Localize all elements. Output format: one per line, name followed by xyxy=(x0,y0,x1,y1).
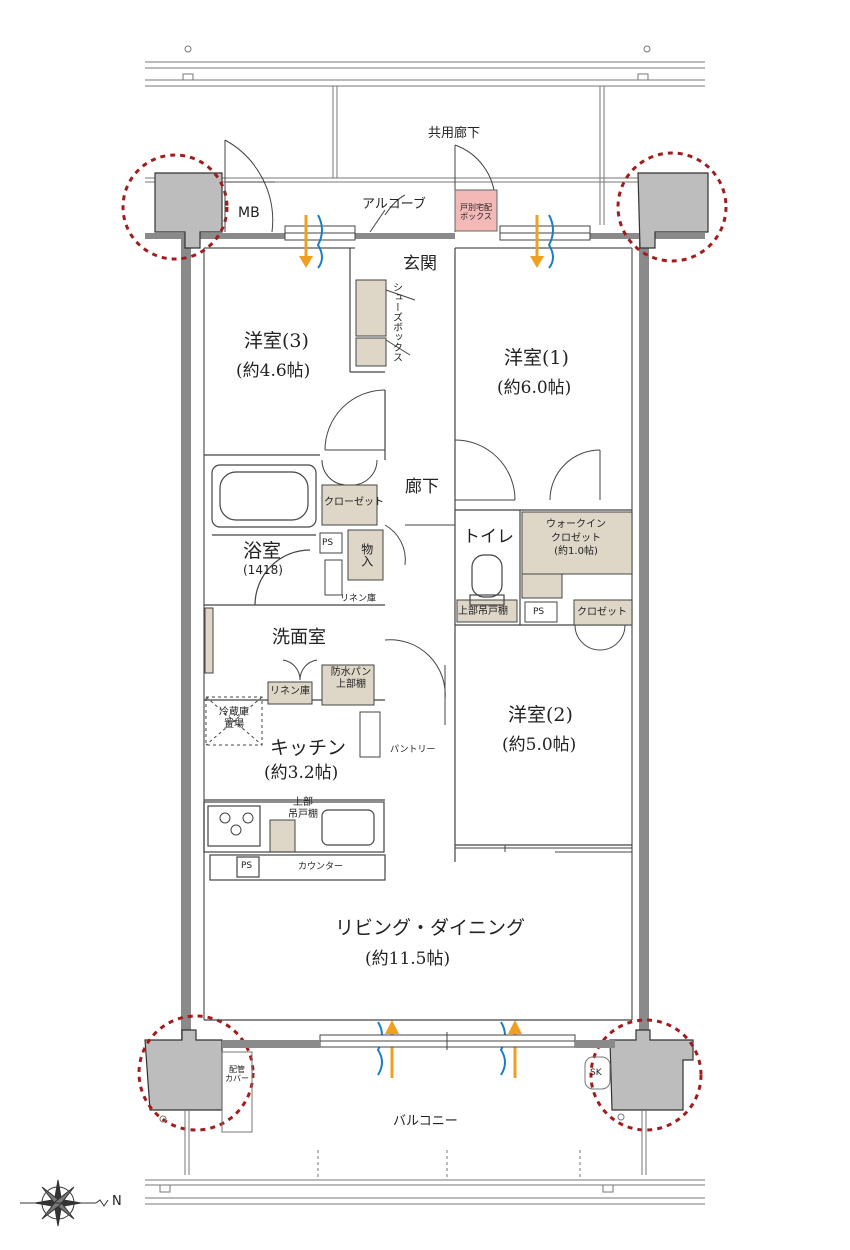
balcony-railing xyxy=(145,1051,705,1205)
closet2-label: クロゼット xyxy=(577,607,627,618)
kitchen-size: (約3.2帖) xyxy=(264,763,339,783)
hallway-label: 廊下 xyxy=(405,477,439,497)
pipe-cover-label: 配管 カバー xyxy=(225,1065,249,1084)
door-swing-icon xyxy=(282,389,626,725)
bathroom-size: (1418) xyxy=(243,563,283,577)
columns xyxy=(144,172,709,1111)
room3-name: 洋室(3) xyxy=(244,330,309,352)
room2-name: 洋室(2) xyxy=(508,704,573,726)
windows-top xyxy=(284,225,591,241)
inner-wall-lines xyxy=(203,247,633,1020)
living-size: (約11.5帖) xyxy=(365,949,451,969)
kitchen-name: キッチン xyxy=(270,737,347,759)
alcove-label: アルコーブ xyxy=(362,197,426,212)
ps-label-1: PS xyxy=(322,538,334,548)
sink-icon xyxy=(321,809,375,846)
common-corridor-label: 共用廊下 xyxy=(428,126,481,141)
highlight-circles xyxy=(121,151,728,1132)
toilet-icon xyxy=(469,554,505,606)
counter-label: カウンター xyxy=(298,862,344,872)
mb-label: MB xyxy=(238,205,260,221)
closet1-label: クローゼット xyxy=(324,497,384,508)
north-label: N xyxy=(112,1194,122,1209)
walk-in-closet-label: ウォークイン クロゼット (約1.0帖) xyxy=(546,519,606,557)
top-railing xyxy=(145,45,705,225)
room2-size: (約5.0帖) xyxy=(502,735,577,755)
entrance-label: 玄関 xyxy=(403,254,437,274)
entrance-area xyxy=(224,139,498,233)
linen-closet2-label: リネン庫 xyxy=(270,686,310,697)
shoe-box-cabinet xyxy=(355,279,416,367)
bathroom-label: 浴室 xyxy=(243,540,282,562)
pantry-label: パントリー xyxy=(390,745,436,755)
room2-sliding-door xyxy=(455,845,632,853)
room3-size: (約4.6帖) xyxy=(236,361,311,381)
balcony-label: バルコニー xyxy=(393,1114,458,1129)
linen-closet1-label: リネン庫 xyxy=(340,594,377,604)
delivery-box-label: 戸別宅配 ボックス xyxy=(460,203,492,222)
washroom-label: 洗面室 xyxy=(272,627,326,648)
stove-icon xyxy=(219,812,254,836)
room1-size: (約6.0帖) xyxy=(497,378,572,398)
fridge-space-label: 冷蔵庫 置場 xyxy=(219,707,249,730)
waterproof-pan-label: 防水パン 上部棚 xyxy=(330,667,372,690)
compass-rose-icon xyxy=(20,1179,109,1227)
ps-label-3: PS xyxy=(241,861,253,871)
ps-label-2: PS xyxy=(533,607,545,617)
windows-bottom xyxy=(319,1032,576,1050)
living-name: リビング・ダイニング xyxy=(335,917,526,939)
bottom-wall-segments xyxy=(222,1040,615,1048)
upper-hanging-shelf1-label: 上部吊戸棚 xyxy=(458,606,508,617)
upper-hanging-shelf2-label: 上部 吊戸棚 xyxy=(288,797,318,820)
toilet-label: トイレ xyxy=(463,527,514,547)
room1-name: 洋室(1) xyxy=(504,347,569,369)
fridge-space xyxy=(205,696,263,746)
storage-label: 物入 xyxy=(359,543,374,567)
sk-label: SK xyxy=(590,1068,602,1078)
kitchen-counter xyxy=(203,801,386,881)
ps-boxes xyxy=(319,532,558,623)
shoe-box-label: シューズボックス xyxy=(390,282,402,362)
bathtub-icon xyxy=(211,464,317,606)
